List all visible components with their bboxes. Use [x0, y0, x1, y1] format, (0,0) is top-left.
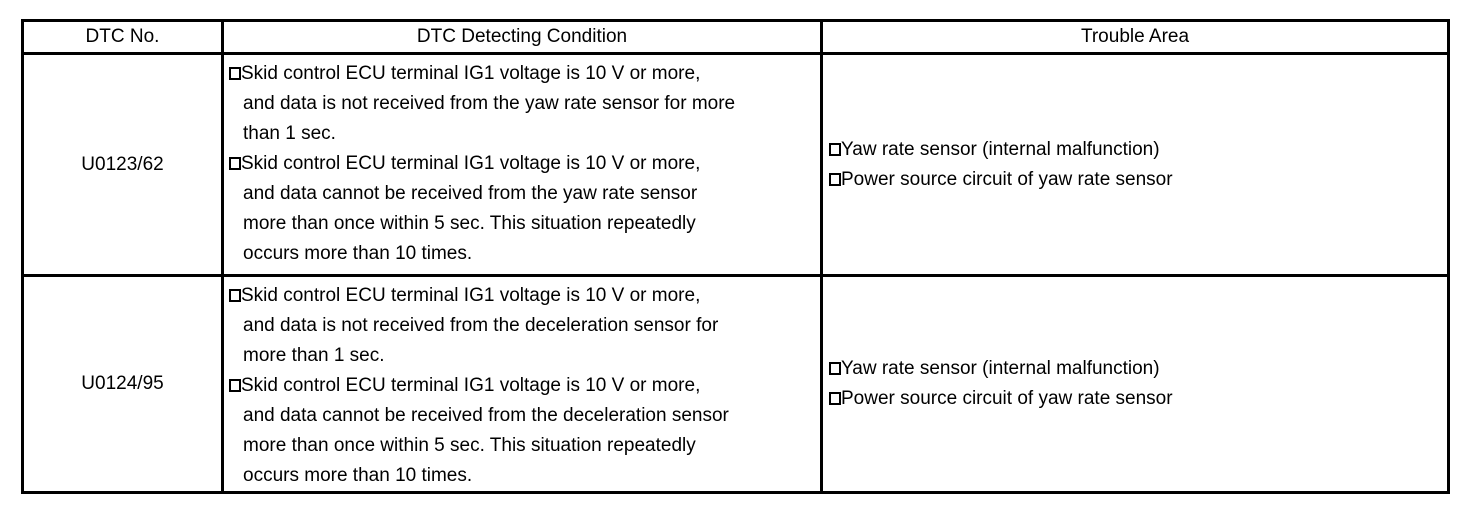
table-row-2-detecting-condition-cell: Skid control ECU terminal IG1 voltage is… [224, 277, 823, 491]
square-bullet-icon [829, 172, 841, 186]
dtc-no: U0123/62 [81, 153, 164, 175]
condition-text: Skid control ECU terminal IG1 voltage is… [241, 375, 701, 396]
trouble-area-item: Power source circuit of yaw rate sensor [829, 165, 1447, 195]
condition-item: Skid control ECU terminal IG1 voltage is… [229, 281, 816, 371]
condition-line: and data is not received from the yaw ra… [243, 93, 736, 114]
condition-line: more than 1 sec. [243, 345, 385, 366]
condition-line: Skid control ECU terminal IG1 voltage is… [229, 149, 816, 179]
column-header-label: DTC Detecting Condition [416, 26, 628, 47]
condition-line: and data is not received from the decele… [243, 315, 719, 336]
trouble-area-item: Yaw rate sensor (internal malfunction) [829, 135, 1447, 165]
square-bullet-icon [829, 362, 841, 375]
column-header-label: DTC No. [85, 26, 160, 47]
trouble-area-item: Yaw rate sensor (internal malfunction) [829, 354, 1447, 384]
column-header-label: Trouble Area [1080, 26, 1190, 47]
dtc-no: U0124/95 [81, 373, 164, 394]
condition-item: Skid control ECU terminal IG1 voltage is… [229, 149, 816, 269]
trouble-area-text: Power source circuit of yaw rate sensor [841, 168, 1173, 190]
dtc-table: DTC No. DTC Detecting Condition Trouble … [21, 19, 1450, 494]
square-bullet-icon [229, 67, 241, 80]
table-row-1-dtc-no-cell: U0123/62 [24, 55, 224, 277]
condition-item: Skid control ECU terminal IG1 voltage is… [229, 59, 816, 149]
condition-line: Skid control ECU terminal IG1 voltage is… [229, 371, 816, 401]
table-row-1-detecting-condition-cell: Skid control ECU terminal IG1 voltage is… [224, 55, 823, 277]
square-bullet-icon [229, 289, 241, 302]
square-bullet-icon [229, 379, 241, 392]
condition-line: occurs more than 10 times. [243, 465, 473, 486]
condition-text: Skid control ECU terminal IG1 voltage is… [241, 153, 701, 174]
square-bullet-icon [229, 157, 241, 170]
condition-line: more than once within 5 sec. This situat… [243, 435, 696, 456]
column-header-trouble-area: Trouble Area [823, 22, 1447, 55]
condition-line: than 1 sec. [243, 123, 336, 144]
condition-item: Skid control ECU terminal IG1 voltage is… [229, 371, 816, 491]
square-bullet-icon [829, 142, 841, 156]
condition-line: and data cannot be received from the dec… [243, 405, 729, 426]
condition-line: more than once within 5 sec. This situat… [243, 213, 696, 234]
condition-text: Skid control ECU terminal IG1 voltage is… [241, 63, 701, 84]
table-row-2-trouble-area-cell: Yaw rate sensor (internal malfunction) P… [823, 277, 1447, 491]
column-header-dtc-no: DTC No. [24, 22, 224, 55]
table-row-1-trouble-area-cell: Yaw rate sensor (internal malfunction) P… [823, 55, 1447, 277]
trouble-area-text: Power source circuit of yaw rate sensor [841, 388, 1173, 409]
trouble-area-text: Yaw rate sensor (internal malfunction) [841, 138, 1160, 160]
condition-text: Skid control ECU terminal IG1 voltage is… [241, 285, 701, 306]
trouble-area-text: Yaw rate sensor (internal malfunction) [841, 358, 1160, 379]
condition-line: Skid control ECU terminal IG1 voltage is… [229, 281, 816, 311]
table-row-2-dtc-no-cell: U0124/95 [24, 277, 224, 491]
column-header-detecting-condition: DTC Detecting Condition [224, 22, 823, 55]
condition-line: occurs more than 10 times. [243, 243, 473, 264]
trouble-area-item: Power source circuit of yaw rate sensor [829, 384, 1447, 414]
condition-line: Skid control ECU terminal IG1 voltage is… [229, 59, 816, 89]
square-bullet-icon [829, 392, 841, 405]
condition-line: and data cannot be received from the yaw… [243, 183, 698, 204]
